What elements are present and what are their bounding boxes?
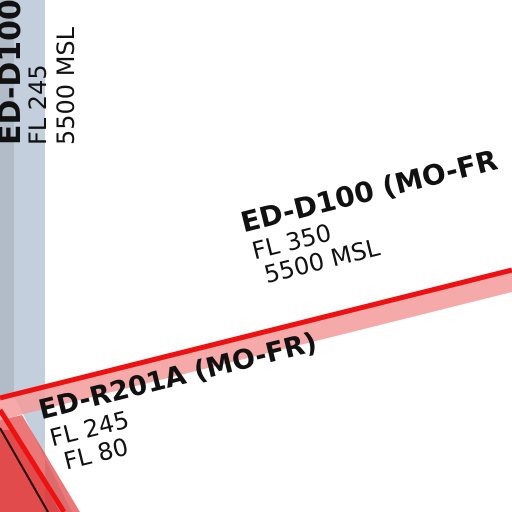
ed-d100-vertical-lower: 5500 MSL xyxy=(52,26,80,145)
restricted-area-boundary-diagonal-dark xyxy=(0,427,49,512)
restricted-area-fill-corner-inner xyxy=(0,430,60,512)
danger-area-stripe xyxy=(14,0,72,512)
danger-area-stripe-dark xyxy=(0,0,14,400)
ed-d100-vertical-name: ED-D100 xyxy=(0,0,28,145)
restricted-area-band xyxy=(0,270,512,420)
restricted-area-boundary xyxy=(0,267,512,401)
ed-d100-vertical-upper: FL 245 xyxy=(24,64,52,145)
label-ed-d100-vertical: ED-D100 FL 245 5500 MSL xyxy=(0,0,86,145)
restricted-area-boundary-diagonal xyxy=(0,408,67,512)
